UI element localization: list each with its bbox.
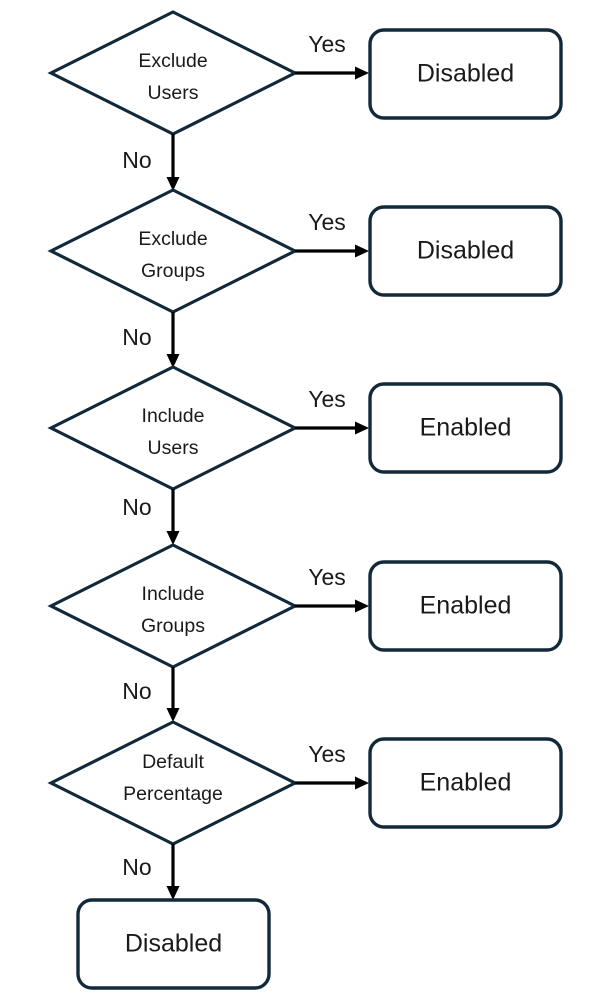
decision-node-exclude-users[interactable]: Exclude Users (47, 10, 299, 136)
edge-no-exclude-groups: No (122, 312, 180, 368)
diamond-shape (47, 365, 299, 491)
edge-yes-include-users: Yes (295, 386, 369, 435)
edge-no-default-percentage: No (122, 844, 180, 900)
decision-label-line1: Default (142, 751, 204, 773)
edge-label-no: No (122, 854, 151, 880)
rounded-box-shape (368, 28, 563, 120)
arrow-head-icon (355, 421, 369, 435)
edge-label-no: No (122, 147, 151, 173)
edge-yes-include-groups: Yes (295, 564, 369, 613)
edge-label-yes: Yes (308, 386, 346, 412)
edge-no-exclude-users: No (122, 134, 180, 191)
edge-label-no: No (122, 324, 151, 350)
rounded-box-shape (368, 382, 563, 474)
decision-label-line1: Include (142, 583, 205, 605)
edge-no-include-users: No (122, 489, 180, 545)
diamond-shape (47, 543, 299, 669)
rounded-box-shape (368, 205, 563, 297)
rounded-box-shape (368, 737, 563, 829)
diamond-shape (47, 188, 299, 314)
outcome-node-exclude-groups[interactable]: Disabled (368, 205, 563, 297)
decision-node-include-groups[interactable]: Include Groups (47, 543, 299, 669)
outcome-label: Enabled (420, 592, 512, 620)
decision-label-line1: Exclude (138, 50, 207, 72)
diamond-shape (47, 10, 299, 136)
outcome-node-include-users[interactable]: Enabled (368, 382, 563, 474)
arrow-head-icon (355, 66, 369, 80)
arrow-head-icon (355, 599, 369, 613)
edge-label-yes: Yes (308, 31, 346, 57)
arrow-head-icon (355, 244, 369, 258)
edge-label-no: No (122, 678, 151, 704)
outcome-node-final-disabled[interactable]: Disabled (76, 898, 271, 990)
outcome-label: Enabled (420, 769, 512, 797)
outcome-node-exclude-users[interactable]: Disabled (368, 28, 563, 120)
decision-label-line2: Users (148, 437, 199, 459)
outcome-label: Disabled (417, 60, 514, 88)
rounded-box-shape (368, 560, 563, 652)
arrow-head-icon (355, 776, 369, 790)
arrow-head-icon (166, 177, 180, 191)
decision-node-default-percentage[interactable]: Default Percentage (47, 720, 299, 846)
outcome-label: Enabled (420, 414, 512, 442)
edge-label-yes: Yes (308, 741, 346, 767)
arrow-head-icon (166, 708, 180, 722)
outcome-node-include-groups[interactable]: Enabled (368, 560, 563, 652)
arrow-head-icon (166, 531, 180, 545)
decision-node-exclude-groups[interactable]: Exclude Groups (47, 188, 299, 314)
outcome-label: Disabled (125, 930, 222, 958)
rounded-box-shape (76, 898, 271, 990)
edge-yes-default-percentage: Yes (295, 741, 369, 790)
decision-label-line1: Include (142, 405, 205, 427)
edge-label-yes: Yes (308, 209, 346, 235)
decision-label-line2: Users (148, 82, 199, 104)
edge-label-yes: Yes (308, 564, 346, 590)
arrow-head-icon (166, 886, 180, 900)
decision-label-line2: Groups (141, 260, 205, 282)
arrow-head-icon (166, 354, 180, 368)
edge-label-no: No (122, 494, 151, 520)
decision-node-include-users[interactable]: Include Users (47, 365, 299, 491)
edge-no-include-groups: No (122, 667, 180, 722)
edge-yes-exclude-groups: Yes (295, 209, 369, 258)
decision-label-line1: Exclude (138, 228, 207, 250)
decision-label-line2: Percentage (123, 783, 223, 805)
outcome-label: Disabled (417, 237, 514, 265)
edge-yes-exclude-users: Yes (295, 31, 369, 80)
decision-label-line2: Groups (141, 615, 205, 637)
outcome-node-default-percentage[interactable]: Enabled (368, 737, 563, 829)
